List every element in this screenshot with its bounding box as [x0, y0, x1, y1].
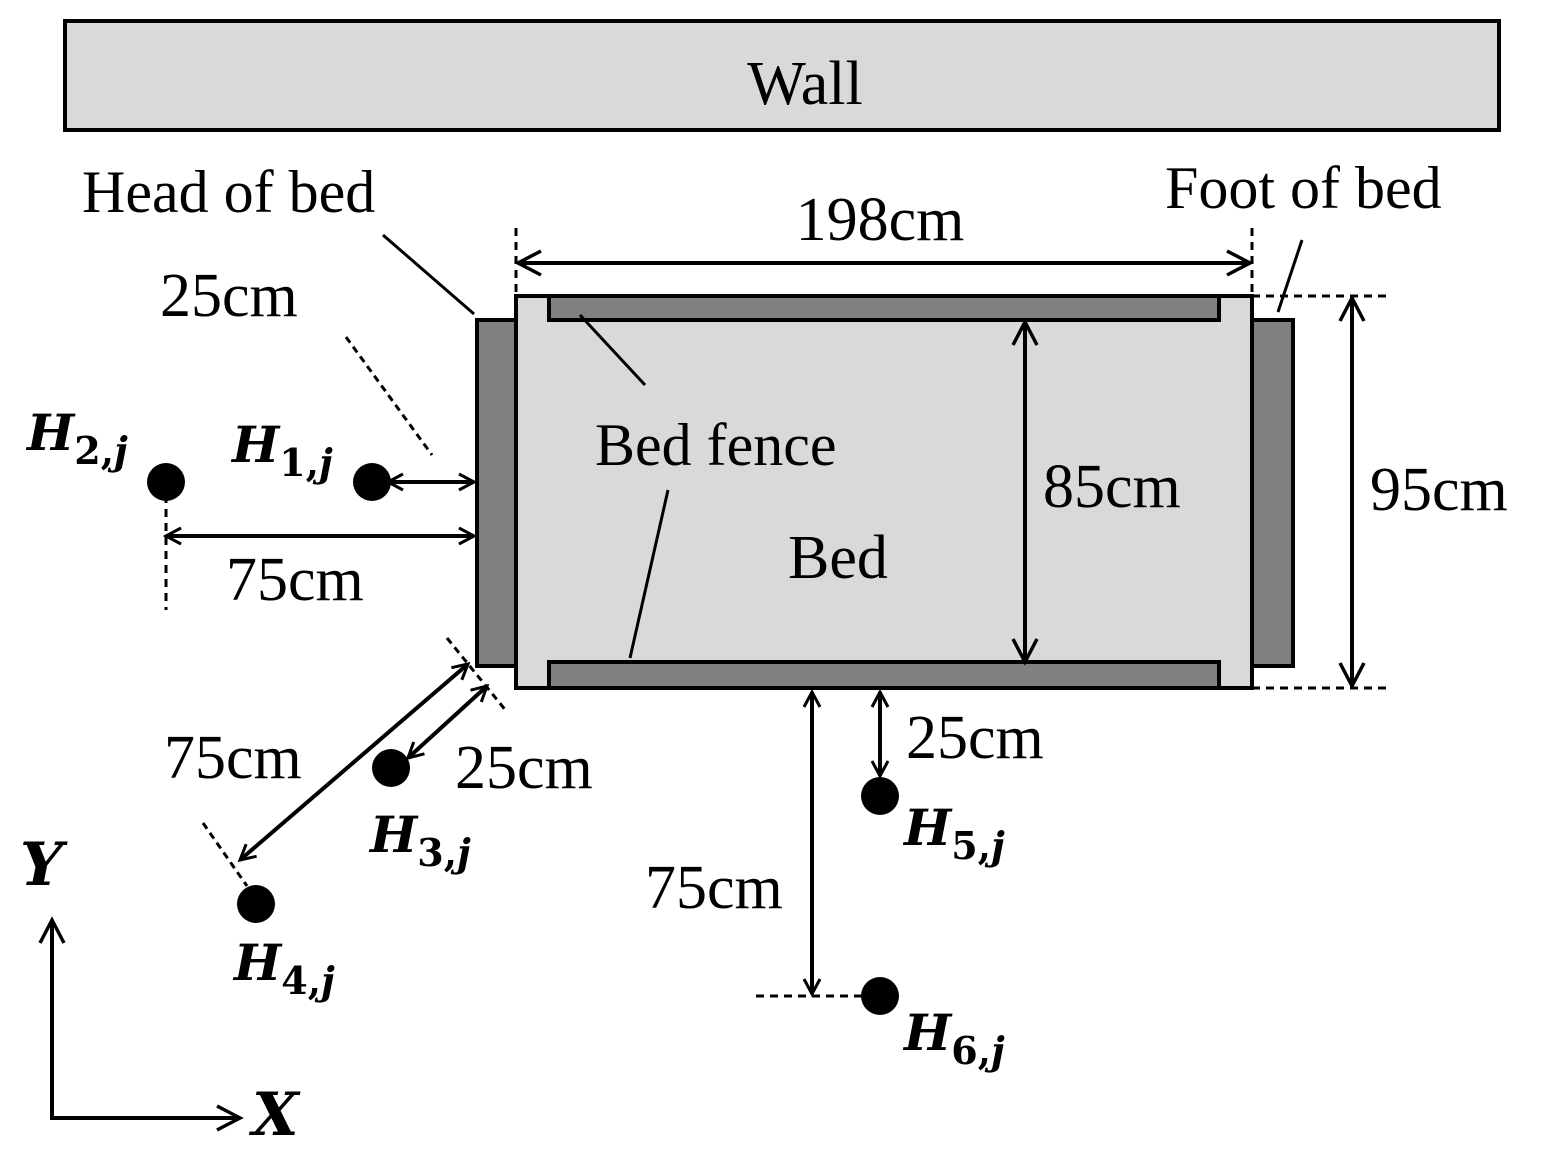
point-h2-label: H2,j: [25, 403, 128, 473]
head-of-bed-leader: [382, 233, 475, 316]
headboard: [475, 318, 518, 668]
head-of-bed-label: Head of bed: [82, 159, 375, 225]
corner-guide-dashed: [445, 637, 509, 713]
outer-width-label: 95cm: [1370, 456, 1508, 524]
h1-distance-label: 25cm: [160, 262, 298, 330]
point-h6-label: H6,j: [902, 1003, 1005, 1073]
point-h4: [237, 885, 275, 923]
h6-distance-label: 75cm: [645, 854, 783, 922]
footboard: [1250, 318, 1295, 668]
point-h5-label: H5,j: [902, 798, 1005, 868]
bed-length-label: 198cm: [796, 186, 965, 254]
h3-distance-label: 25cm: [455, 734, 593, 802]
foot-of-bed-label: Foot of bed: [1165, 155, 1442, 221]
bed-fence-leader-bottom: [628, 489, 670, 659]
h4-guide-dashed: [201, 822, 249, 887]
bed-fence-bottom: [547, 660, 1221, 690]
bed-fence-top: [547, 294, 1221, 322]
point-h3: [372, 749, 410, 787]
x-axis-label: X: [248, 1080, 301, 1150]
point-h3-label: H3,j: [368, 805, 471, 875]
h2-distance-label: 75cm: [226, 546, 364, 614]
point-h2: [147, 463, 185, 501]
bed-label: Bed: [788, 524, 888, 592]
bed-fence-label: Bed fence: [595, 412, 837, 478]
wall: [63, 19, 1501, 132]
wall-label: Wall: [747, 50, 863, 118]
h1-guide-dashed: [344, 336, 434, 456]
point-h6: [861, 977, 899, 1015]
point-h1: [353, 463, 391, 501]
bed-fence-leader-top: [578, 313, 647, 387]
point-h4-label: H4,j: [232, 933, 335, 1003]
y-axis-label: Y: [20, 830, 68, 900]
foot-of-bed-leader: [1276, 239, 1304, 313]
inner-width-label: 85cm: [1043, 453, 1181, 521]
h4-distance-label: 75cm: [164, 724, 302, 792]
point-h1-label: H1,j: [230, 415, 333, 485]
h5-distance-label: 25cm: [906, 704, 1044, 772]
h4-distance-arrow: [240, 664, 468, 860]
point-h5: [861, 777, 899, 815]
